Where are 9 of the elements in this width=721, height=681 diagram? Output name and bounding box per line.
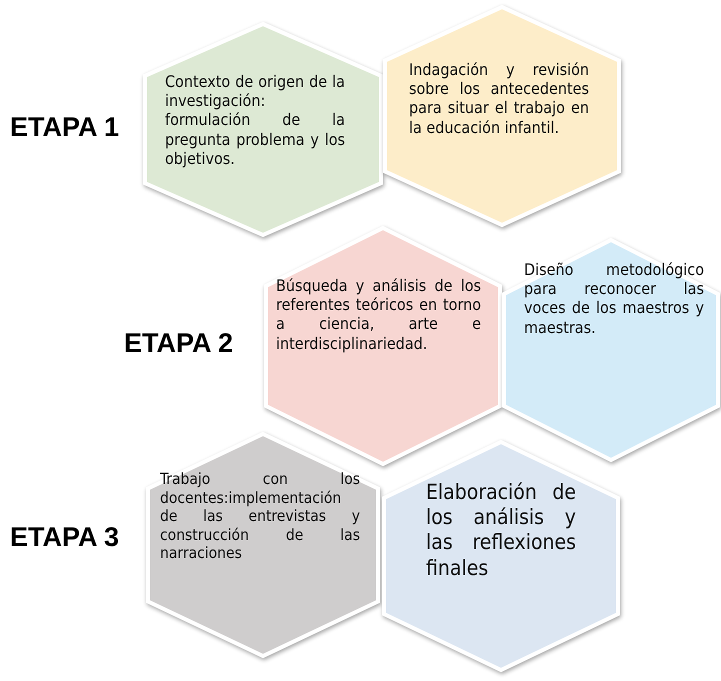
step-text: Diseño metodológico para reconocer las voces de los maestros y maestras. — [524, 260, 704, 337]
step-text: Trabajo con los docentes:implementación de las entrevistas y construcción de las narraciones — [160, 470, 360, 563]
step-text: Contexto de origen de la investigación: formulación de la pregunta problema y los objetivos. — [165, 72, 345, 168]
step-text: Búsqueda y análisis de los referentes teóricos en torno a ciencia, arte e interdisciplinariedad. — [276, 276, 481, 353]
stage-label: ETAPA 1 — [10, 112, 120, 143]
step-text: Elaboración de los análisis y las reflexiones finales — [426, 480, 576, 581]
stage-label: ETAPA 3 — [10, 522, 120, 553]
stage-label: ETAPA 2 — [124, 328, 234, 359]
step-text: Indagación y revisión sobre los antecedentes para situar el trabajo en la educación infantil. — [409, 60, 589, 137]
